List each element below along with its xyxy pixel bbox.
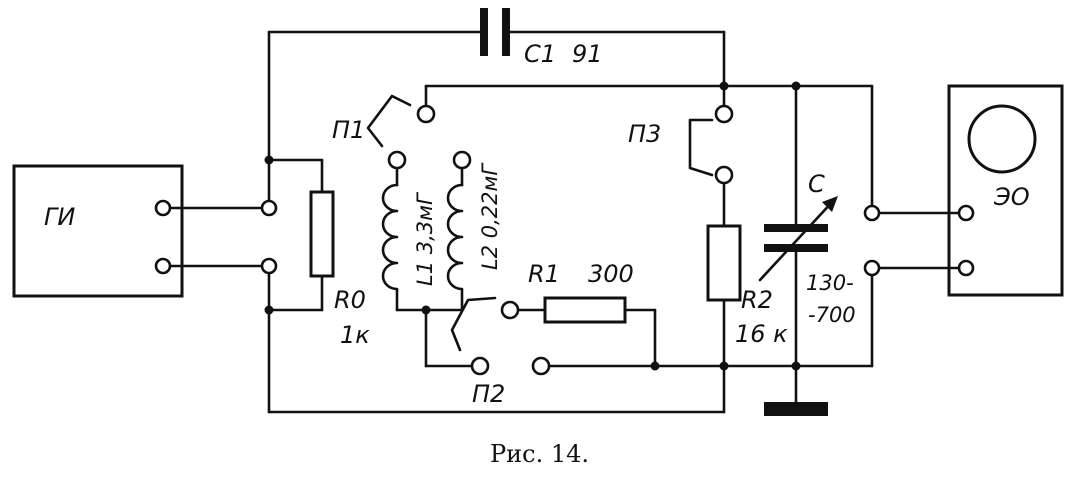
l1-label: L1 3,3мГ xyxy=(413,191,437,286)
figure-caption: Рис. 14. xyxy=(489,440,589,468)
generator-box xyxy=(12,164,184,298)
l1-value: 3,3мГ xyxy=(413,191,437,254)
resistor-r1 xyxy=(543,296,627,324)
r2-value: 16 к xyxy=(735,320,788,348)
oscilloscope-screen xyxy=(967,104,1037,174)
generator-terminal-bottom xyxy=(154,257,172,275)
l1-name: L1 xyxy=(413,261,437,286)
oscilloscope-terminal-top xyxy=(957,204,975,222)
coil-l2 xyxy=(446,183,464,291)
capacitor-c-variable xyxy=(758,196,838,282)
r2-name: R2 xyxy=(741,286,773,314)
l2-value: 0,22мГ xyxy=(478,162,502,239)
oscilloscope-terminal-bottom xyxy=(957,259,975,277)
resistor-r2 xyxy=(706,224,742,302)
c1-name: С1 xyxy=(524,40,556,68)
oscilloscope-label: ЭО xyxy=(993,183,1030,211)
switch-p2-label: П2 xyxy=(472,380,505,408)
l2-label: L2 0,22мГ xyxy=(478,162,502,270)
capacitor-c1 xyxy=(480,8,510,56)
r0-name: R0 xyxy=(334,286,366,314)
c-var-name: С xyxy=(808,170,825,198)
r0-value: 1к xyxy=(340,321,370,349)
coil-l1 xyxy=(381,183,399,291)
c-var-range-line2: -700 xyxy=(808,303,856,327)
resistor-r0 xyxy=(309,190,335,278)
r1-name: R1 xyxy=(528,260,560,288)
oscilloscope-box xyxy=(947,84,1064,297)
ground-symbol xyxy=(764,402,828,416)
c1-value: 91 xyxy=(572,40,603,68)
switch-p3-label: П3 xyxy=(628,120,661,148)
c-var-range-line1: 130- xyxy=(806,271,854,295)
terminals xyxy=(260,104,881,376)
l2-name: L2 xyxy=(478,245,502,270)
generator-label: ГИ xyxy=(44,203,75,231)
wires xyxy=(168,30,961,414)
junctions xyxy=(264,81,801,371)
generator-terminal-top xyxy=(154,199,172,217)
switch-p1-label: П1 xyxy=(332,116,365,144)
r1-value: 300 xyxy=(588,260,634,288)
